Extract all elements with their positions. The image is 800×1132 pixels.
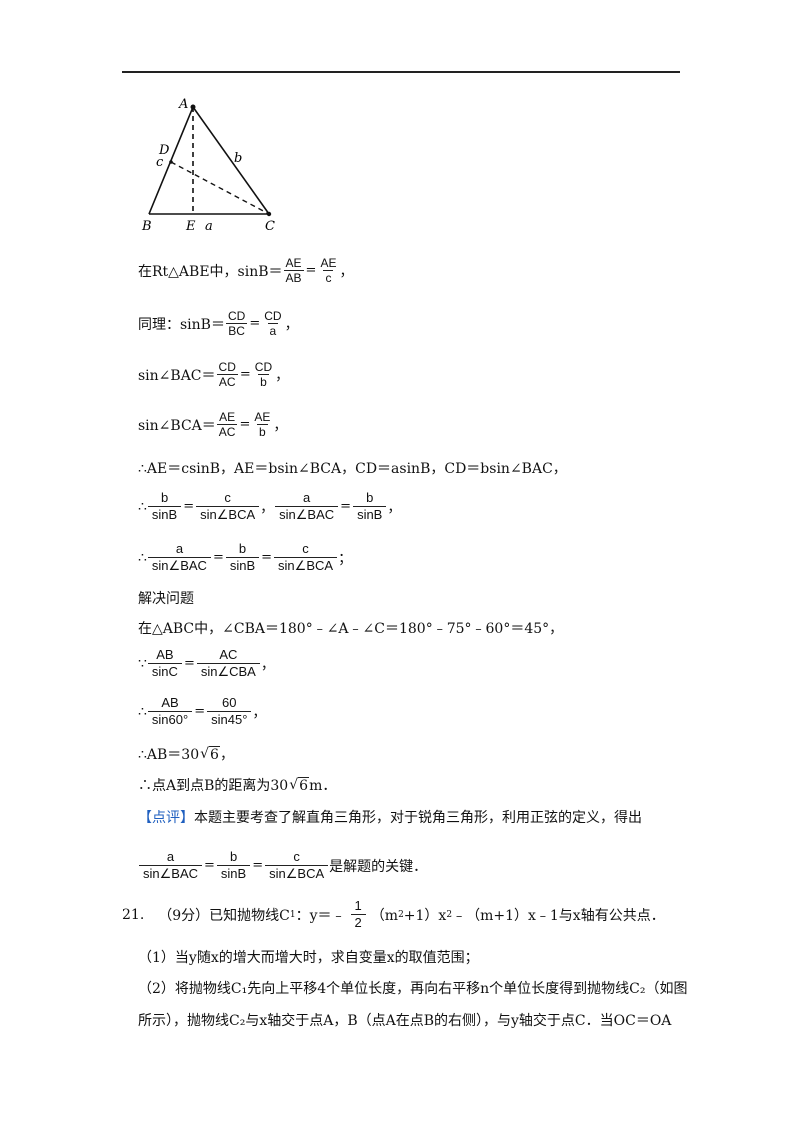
triangle-diagram: A D c b B E a C bbox=[141, 97, 275, 234]
proof-line-9: 在△ABC中，∠CBA＝180°﹣∠A﹣∠C＝180°﹣75°﹣60°＝45°， bbox=[138, 621, 564, 637]
line-text: ∴AE＝csinB，AE＝bsin∠BCA，CD＝asinB，CD＝bsin∠B… bbox=[138, 461, 567, 477]
vertex-c-dot bbox=[266, 211, 272, 217]
line-text: sin∠BAC＝ bbox=[138, 367, 216, 384]
label-b-vertex: B bbox=[141, 219, 152, 234]
question-21-part-1: （1）当y随x的增大而增大时，求自变量x的取值范围； bbox=[138, 950, 479, 966]
side-ac bbox=[192, 106, 270, 215]
vertex-a-dot bbox=[190, 104, 196, 110]
label-c-vertex: C bbox=[265, 219, 275, 234]
label-b-side: b bbox=[234, 151, 242, 166]
line-text: sin∠BCA＝ bbox=[138, 417, 216, 434]
radicand: 6 bbox=[209, 745, 220, 763]
altitude-cd bbox=[170, 161, 270, 215]
label-d: D bbox=[158, 143, 170, 158]
label-c-side: c bbox=[156, 155, 164, 170]
line-text: 在Rt△ABE中，sinB＝ bbox=[138, 263, 283, 280]
question-21-part-2: （2）将抛物线C₁先向上平移4个单位长度，再向右平移n个单位长度得到抛物线C₂（… bbox=[138, 981, 688, 997]
comment-line: 【点评】本题主要考查了解直角三角形，对于锐角三角形，利用正弦的定义，得出 bbox=[138, 807, 642, 827]
comment-tag: 【点评】 bbox=[138, 810, 194, 826]
label-a-side: a bbox=[205, 219, 213, 234]
line-text: 同理：sinB＝ bbox=[138, 316, 225, 333]
question-21-part-2-cont: 所示），抛物线C₂与x轴交于点A，B（点A在点B的右侧），与y轴交于点C．当OC… bbox=[138, 1013, 672, 1029]
header-rule bbox=[122, 71, 680, 73]
point-d-dot bbox=[169, 160, 173, 164]
label-e: E bbox=[185, 219, 196, 234]
radicand: 6 bbox=[298, 776, 310, 794]
proof-line-12: ∴AB＝30√6， bbox=[138, 745, 234, 763]
label-a-vertex: A bbox=[178, 97, 188, 112]
section-heading: 解决问题 bbox=[138, 591, 194, 607]
proof-line-5: ∴AE＝csinB，AE＝bsin∠BCA，CD＝asinB，CD＝bsin∠B… bbox=[138, 458, 567, 478]
